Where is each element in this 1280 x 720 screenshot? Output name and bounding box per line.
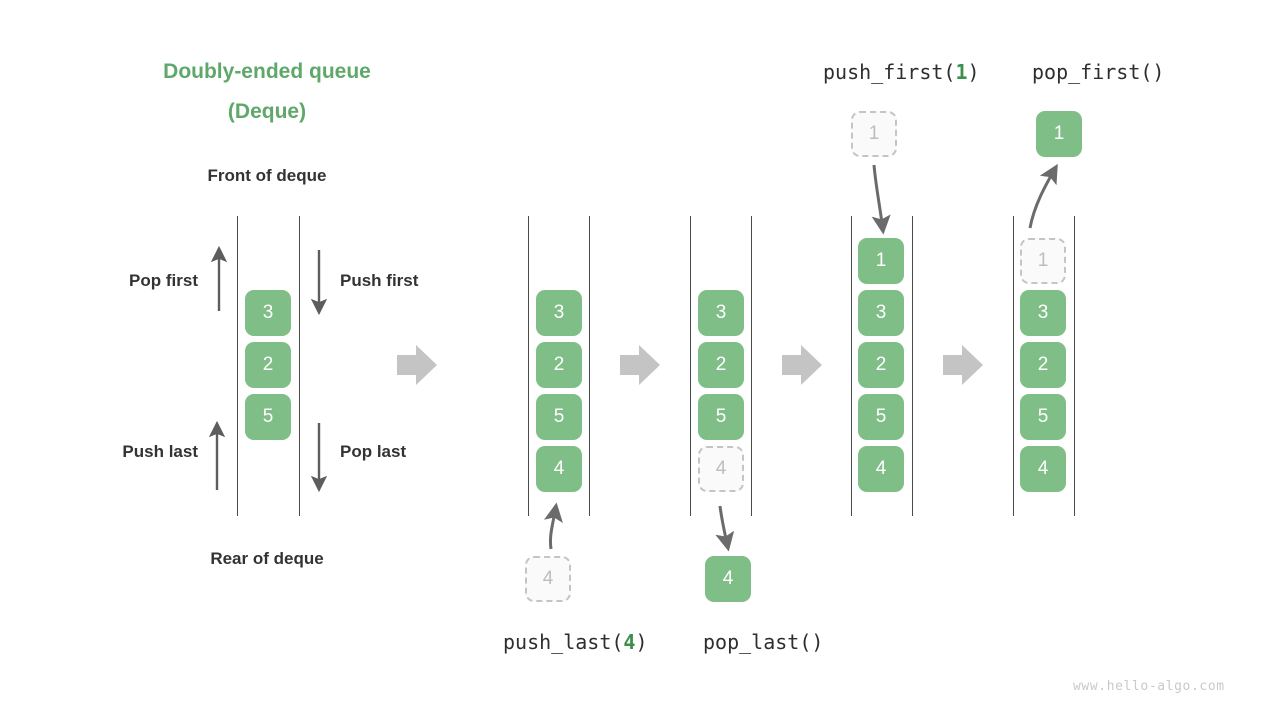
push-first-source-cell: 1 bbox=[851, 111, 897, 157]
footer-url: www.hello-algo.com bbox=[1073, 679, 1225, 694]
stack1-rail-left bbox=[528, 216, 529, 516]
op-push-last-name: push_last( bbox=[503, 630, 624, 654]
stack3-cell: 4 bbox=[858, 446, 904, 492]
transition-arrow-4 bbox=[943, 345, 983, 385]
pop-last-motion-arrow bbox=[715, 505, 735, 552]
page-title-line2: (Deque) bbox=[227, 100, 307, 123]
stack1-cell: 3 bbox=[536, 290, 582, 336]
op-label-push-first: push_first(1) bbox=[823, 60, 980, 84]
stack3-cell: 5 bbox=[858, 394, 904, 440]
stack1-cell: 4 bbox=[536, 446, 582, 492]
stack2-cell-ghost: 4 bbox=[698, 446, 744, 492]
transition-arrow-1 bbox=[397, 345, 437, 385]
stack2-rail-left bbox=[690, 216, 691, 516]
stack3-rail-right bbox=[912, 216, 913, 516]
label-pop-first: Pop first bbox=[129, 271, 198, 290]
legend-rail-right bbox=[299, 216, 300, 516]
stack4-rail-left bbox=[1013, 216, 1014, 516]
stack4-cell: 2 bbox=[1020, 342, 1066, 388]
label-push-last: Push last bbox=[122, 442, 198, 461]
stack2-rail-right bbox=[751, 216, 752, 516]
pop-first-motion-arrow bbox=[1028, 163, 1058, 229]
stack2-cell: 2 bbox=[698, 342, 744, 388]
push-last-motion-arrow bbox=[543, 502, 563, 550]
label-front-of-deque: Front of deque bbox=[207, 166, 327, 185]
op-label-pop-last: pop_last() bbox=[703, 630, 823, 654]
stack4-rail-right bbox=[1074, 216, 1075, 516]
op-push-last-close: ) bbox=[635, 630, 648, 654]
page-title-line1: Doubly-ended queue bbox=[163, 60, 371, 83]
push-last-source-cell: 4 bbox=[525, 556, 571, 602]
pop-first-result-cell: 1 bbox=[1036, 111, 1082, 157]
stack4-cell-ghost: 1 bbox=[1020, 238, 1066, 284]
legend-rail-left bbox=[237, 216, 238, 516]
op-push-last-arg: 4 bbox=[623, 630, 636, 654]
legend-cell: 3 bbox=[245, 290, 291, 336]
op-push-first-name: push_first( bbox=[823, 60, 956, 84]
stack2-cell: 5 bbox=[698, 394, 744, 440]
label-rear-of-deque: Rear of deque bbox=[210, 549, 324, 568]
op-pop-last-close: ) bbox=[811, 630, 824, 654]
transition-arrow-2 bbox=[620, 345, 660, 385]
op-push-first-arg: 1 bbox=[955, 60, 968, 84]
stack4-cell: 3 bbox=[1020, 290, 1066, 336]
label-push-first: Push first bbox=[340, 271, 419, 290]
stack3-cell: 2 bbox=[858, 342, 904, 388]
stack3-rail-left bbox=[851, 216, 852, 516]
stack2-cell: 3 bbox=[698, 290, 744, 336]
stack1-rail-right bbox=[589, 216, 590, 516]
op-label-pop-first: pop_first() bbox=[1032, 60, 1164, 84]
push-first-motion-arrow bbox=[871, 164, 891, 235]
stack3-cell: 1 bbox=[858, 238, 904, 284]
stack1-cell: 2 bbox=[536, 342, 582, 388]
op-pop-first-name: pop_first( bbox=[1032, 60, 1153, 84]
stack4-cell: 4 bbox=[1020, 446, 1066, 492]
op-label-push-last: push_last(4) bbox=[503, 630, 648, 654]
legend-cell: 2 bbox=[245, 342, 291, 388]
pop-last-result-cell: 4 bbox=[705, 556, 751, 602]
transition-arrow-3 bbox=[782, 345, 822, 385]
legend-cell: 5 bbox=[245, 394, 291, 440]
stack1-cell: 5 bbox=[536, 394, 582, 440]
op-pop-last-name: pop_last( bbox=[703, 630, 812, 654]
stack3-cell: 3 bbox=[858, 290, 904, 336]
label-pop-last: Pop last bbox=[340, 442, 407, 461]
op-pop-first-close: ) bbox=[1152, 60, 1165, 84]
stack4-cell: 5 bbox=[1020, 394, 1066, 440]
op-push-first-close: ) bbox=[967, 60, 980, 84]
